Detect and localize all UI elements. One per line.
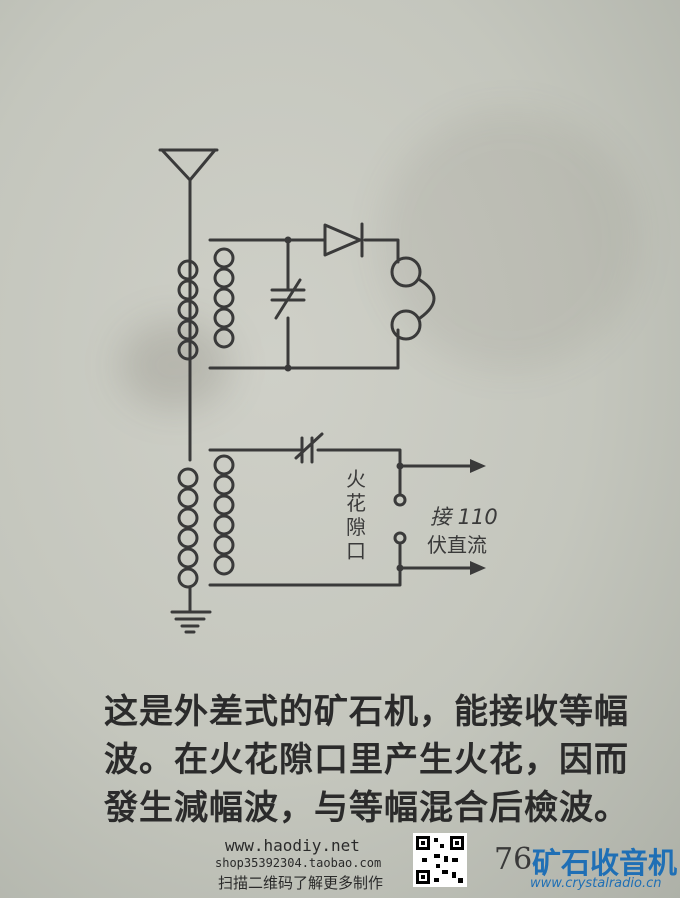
headphone-earpiece-bottom [390,309,422,341]
variable-capacitor-lower [294,432,324,464]
caption-line-2: 波。在火花隙口里产生火花，因而 [104,740,629,780]
dc-supply-label: 伏直流 [427,533,487,557]
junction-dot [396,462,404,470]
bleed-through [380,110,640,370]
crystal-diode [323,222,364,258]
spark-gap-label-1: 火 [346,467,366,491]
headphone-band [418,278,436,320]
qr-code-image [413,833,467,887]
watermark-prompt: 扫描二维码了解更多制作 [218,874,384,892]
watermark-url: www.haodiy.net [225,836,360,855]
oscillator-coil [213,454,235,576]
spark-gap-label-3: 隙 [346,515,366,539]
oscillator-circuit-wiring [208,448,402,587]
spark-gap-contact-top [393,493,407,507]
arrow-head-top [470,459,486,473]
page-number: 76 [494,842,533,877]
caption-line-3: 發生減幅波，与等幅混合后檢波。 [104,788,629,828]
primary-coil-lower [177,467,199,589]
caption-line-1: 这是外差式的矿石机，能接收等幅 [104,692,629,732]
variable-capacitor-upper [270,278,306,320]
spark-gap-label-4: 口 [346,539,366,563]
dc-voltage-label: 接 110 [430,505,498,529]
junction-dot [396,564,404,572]
spark-gap-contact-bottom [393,531,407,545]
spark-gap-label-2: 花 [346,491,366,515]
watermark-shop: shop35392304.taobao.com [215,856,382,870]
tuned-secondary-coil [213,247,235,349]
detector-circuit-wiring [208,238,400,370]
primary-coil-upper [177,259,199,361]
antenna-symbol [158,148,219,242]
brand-url: www.crystalradio.cn [530,876,662,891]
brand-logo-text: 矿石收音机 [532,846,678,880]
headphone-earpiece-top [390,256,422,288]
junction-dot [284,236,292,244]
stain [120,320,230,410]
arrow-head-bottom [470,561,486,575]
ground-symbol [170,610,212,634]
junction-dot [284,364,292,372]
